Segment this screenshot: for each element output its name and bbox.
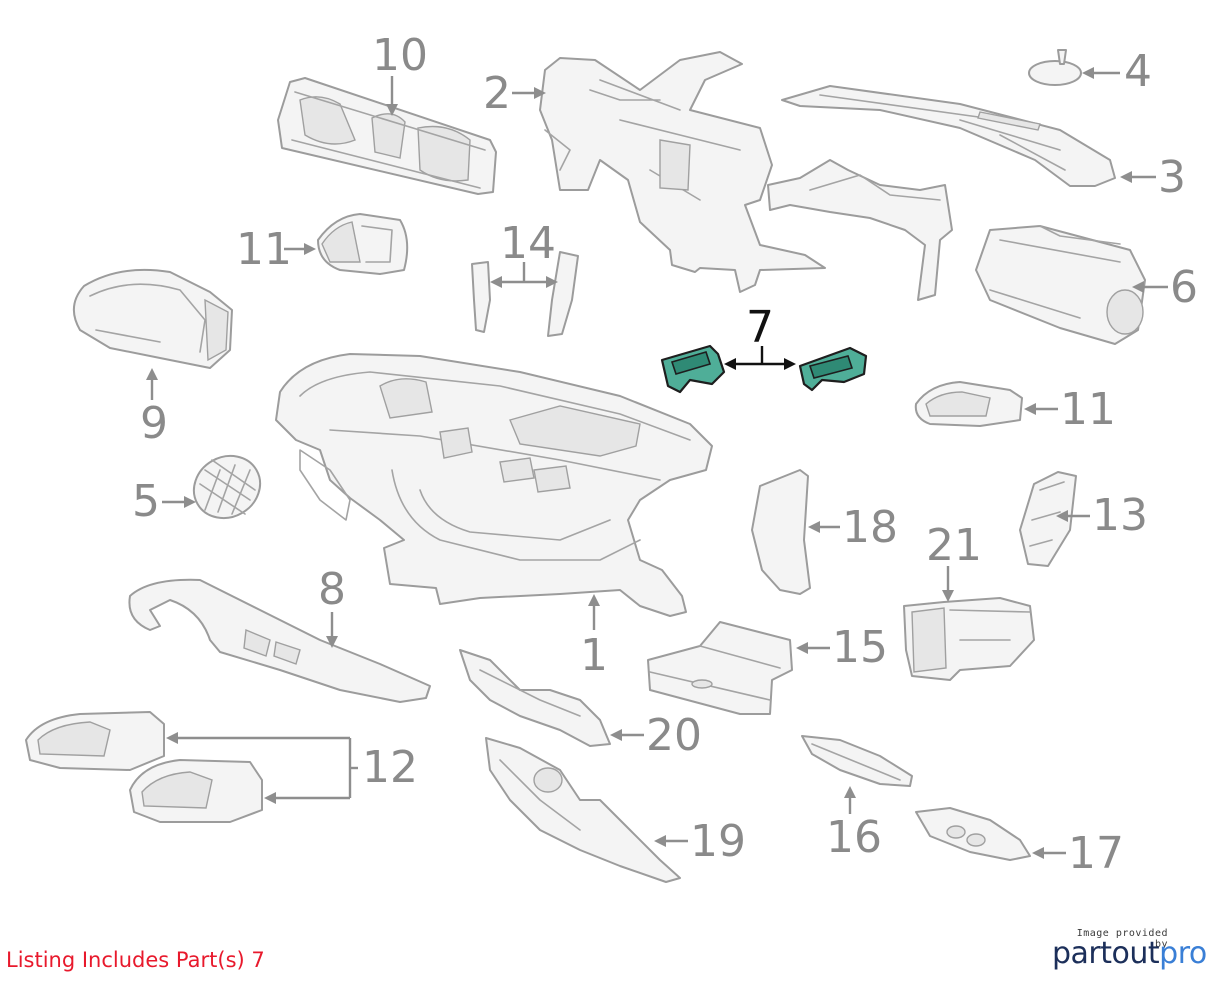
credit-caption: Image provided by: [1076, 928, 1168, 950]
svg-text:12: 12: [362, 742, 418, 793]
svg-text:21: 21: [926, 520, 982, 571]
callout-10: 10: [372, 30, 428, 116]
partoutpro-logo: partoutpro: [1052, 936, 1207, 971]
svg-text:10: 10: [372, 30, 428, 81]
callout-7: 7: [724, 302, 796, 370]
part-13-trim-bracket: [1019, 471, 1077, 567]
svg-text:7: 7: [746, 302, 774, 353]
svg-text:13: 13: [1092, 490, 1148, 541]
svg-text:9: 9: [140, 398, 168, 449]
callout-18: 18: [808, 502, 898, 553]
callout-1: 1: [580, 594, 608, 681]
part-3-defroster-panel: [781, 85, 1116, 187]
part-6-passenger-module: [975, 225, 1146, 345]
svg-text:4: 4: [1124, 46, 1152, 97]
svg-text:11: 11: [236, 224, 292, 275]
svg-text:17: 17: [1068, 828, 1124, 879]
svg-text:15: 15: [832, 622, 888, 673]
brand-accent-text: pro: [1159, 936, 1207, 971]
part-4-small-cap: [1028, 49, 1082, 86]
callout-6: 6: [1132, 262, 1198, 313]
svg-text:20: 20: [646, 710, 702, 761]
callout-12: 12: [166, 732, 418, 804]
part-12-lower-vents: [25, 711, 263, 823]
svg-text:1: 1: [580, 630, 608, 681]
part-20-lower-bracket: [459, 649, 611, 747]
callout-17: 17: [1032, 828, 1124, 879]
svg-text:11: 11: [1060, 384, 1116, 435]
callout-11-right: 11: [1024, 384, 1116, 435]
callout-19: 19: [654, 816, 746, 867]
part-7-highlighted-vents: [660, 344, 868, 394]
part-16-trim-bar: [801, 735, 913, 787]
svg-text:6: 6: [1170, 262, 1198, 313]
callout-3: 3: [1120, 152, 1186, 203]
part-15-storage-tray: [647, 621, 793, 715]
svg-text:14: 14: [500, 218, 556, 269]
callout-20: 20: [610, 710, 702, 761]
callout-16: 16: [826, 786, 882, 863]
part-11-side-vent-right: [914, 381, 1023, 427]
callout-21: 21: [926, 520, 982, 602]
part-21-switch-housing: [903, 597, 1035, 681]
part-11-side-vent-left: [317, 213, 409, 275]
svg-text:8: 8: [318, 564, 346, 615]
callout-9: 9: [140, 368, 168, 449]
svg-text:16: 16: [826, 812, 882, 863]
callout-11-left: 11: [236, 224, 316, 275]
part-14-trim-strips: [471, 251, 579, 337]
callout-13: 13: [1056, 490, 1148, 541]
brand-main-text: partout: [1052, 936, 1160, 971]
part-8-trim-panel: [128, 578, 431, 703]
callout-5: 5: [132, 476, 196, 527]
callout-8: 8: [318, 564, 346, 648]
svg-text:18: 18: [842, 502, 898, 553]
part-5-speaker-grille: [192, 454, 262, 520]
svg-text:3: 3: [1158, 152, 1186, 203]
callout-4: 4: [1082, 46, 1152, 97]
part-19-lower-trim: [485, 737, 681, 883]
part-10-instrument-carrier: [277, 77, 497, 195]
part-1-instrument-panel: [275, 353, 713, 617]
callout-2: 2: [483, 68, 546, 119]
svg-text:5: 5: [132, 476, 160, 527]
callout-14: 14: [490, 218, 558, 288]
part-18-side-panel: [751, 469, 811, 595]
svg-text:19: 19: [690, 816, 746, 867]
listing-includes-note: Listing Includes Part(s) 7: [6, 948, 265, 972]
part-2-cross-car-beam: [539, 51, 953, 301]
part-17-switch-bezel: [915, 807, 1031, 861]
callout-15: 15: [796, 622, 888, 673]
svg-text:2: 2: [483, 68, 511, 119]
part-9-instrument-cluster: [73, 268, 233, 369]
